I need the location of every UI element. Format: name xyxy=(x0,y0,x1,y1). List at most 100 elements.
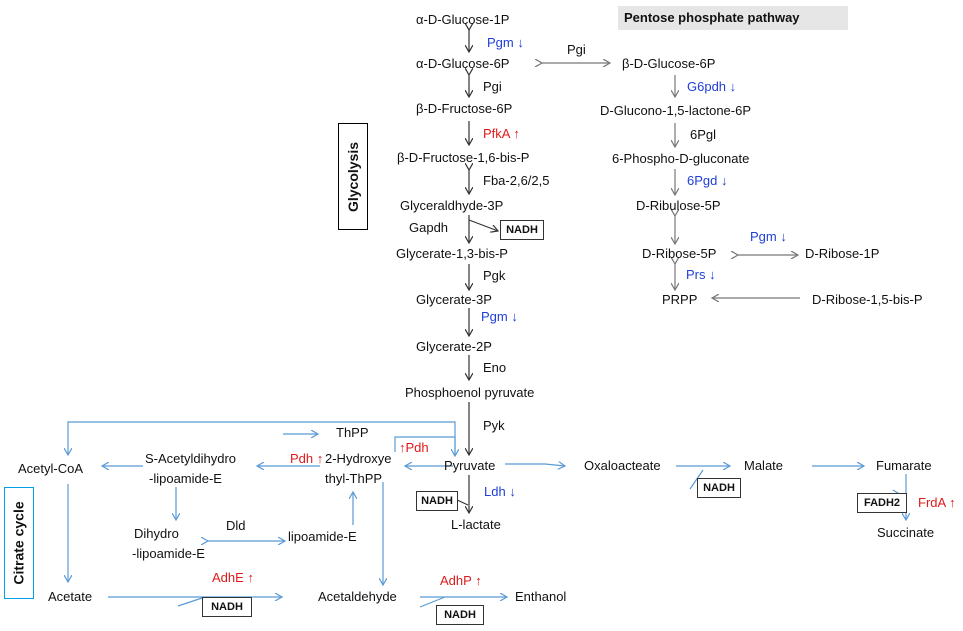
enzyme-g6pdh: G6pdh ↓ xyxy=(687,79,736,95)
enzyme-prs-name: Prs xyxy=(686,267,706,282)
citrate-cycle-title: Citrate cycle xyxy=(4,487,34,599)
enzyme-adhp: AdhP ↑ xyxy=(440,573,482,589)
enzyme-6pgd-name: 6Pgd xyxy=(687,173,718,188)
cofactor-nadh-gapdh: NADH xyxy=(500,220,544,240)
enzyme-pgm-2-name: Pgm xyxy=(481,309,508,324)
metabolite-lactate: L-lactate xyxy=(451,517,501,532)
enzyme-pgi-2: Pgi xyxy=(483,79,502,94)
metabolite-pgluconate: 6-Phospho-D-gluconate xyxy=(612,151,750,166)
enzyme-fba: Fba-2,6/2,5 xyxy=(483,173,550,188)
metabolite-fru6p: β-D-Fructose-6P xyxy=(416,101,513,116)
up-arrow-icon: ↑ xyxy=(949,495,956,510)
metabolite-malate: Malate xyxy=(744,458,784,473)
metabolite-acetylcoa: Acetyl-CoA xyxy=(18,461,84,476)
up-arrow-icon: ↑ xyxy=(247,570,254,585)
enzyme-pdh-2-name: Pdh xyxy=(405,440,429,455)
enzyme-dld: Dld xyxy=(226,518,246,533)
enzyme-pgm-3: Pgm ↓ xyxy=(750,229,787,245)
enzyme-pyk: Pyk xyxy=(483,418,505,433)
down-arrow-icon: ↓ xyxy=(517,35,524,50)
metabolite-gluconolactone: D-Glucono-1,5-lactone-6P xyxy=(600,103,752,118)
enzyme-pgm-2: Pgm ↓ xyxy=(481,309,518,325)
enzyme-pdh-1-name: Pdh xyxy=(290,451,314,466)
enzyme-pgm-1-name: Pgm xyxy=(487,35,514,50)
metabolite-fbp: β-D-Fructose-1,6-bis-P xyxy=(397,150,530,165)
enzyme-g6pdh-name: G6pdh xyxy=(687,79,727,94)
metabolite-fumarate: Fumarate xyxy=(876,458,932,473)
cofactor-nadh-ldh: NADH xyxy=(416,491,458,511)
up-arrow-icon: ↑ xyxy=(475,573,482,588)
enzyme-pdh-1: Pdh ↑ xyxy=(290,451,323,467)
metabolite-3pg: Glycerate-3P xyxy=(416,292,492,307)
down-arrow-icon: ↓ xyxy=(721,173,728,188)
enzyme-eno: Eno xyxy=(483,360,507,375)
arrow-pyruvate-acetylcoa xyxy=(68,421,456,456)
metabolite-glc6p: α-D-Glucose-6P xyxy=(416,56,510,71)
enzyme-pdh-2: ↑Pdh xyxy=(399,440,429,456)
metabolite-ribulose5p: D-Ribulose-5P xyxy=(636,198,721,213)
arrow-malate-nadh xyxy=(689,469,704,490)
enzyme-adhe-name: AdhE xyxy=(212,570,244,585)
enzyme-pfka-name: PfkA xyxy=(483,126,510,141)
arrow-pyruvate-oxaloacetate xyxy=(505,464,565,466)
enzyme-adhe: AdhE ↑ xyxy=(212,570,254,586)
enzyme-prs: Prs ↓ xyxy=(686,267,716,283)
metabolite-lipoamide: lipoamide-E xyxy=(288,529,357,544)
metabolite-hydroxy-line2: thyl-ThPP xyxy=(325,471,383,486)
metabolite-pyruvate: Pyruvate xyxy=(444,458,496,473)
citrate-cycle-title-text: Citrate cycle xyxy=(11,501,27,585)
metabolite-sacetyl-line1: S-Acetyldihydro xyxy=(145,451,237,466)
metabolite-ribose15bp: D-Ribose-1,5-bis-P xyxy=(812,292,923,307)
metabolite-dihydro-line2: -lipoamide-E xyxy=(132,546,205,561)
up-arrow-icon: ↑ xyxy=(399,440,406,455)
metabolite-acetaldehyde: Acetaldehyde xyxy=(318,589,397,604)
enzyme-pgm-3-name: Pgm xyxy=(750,229,777,244)
down-arrow-icon: ↓ xyxy=(509,484,516,499)
enzyme-pgi-1: Pgi xyxy=(567,42,586,57)
metabolite-ribose5p: D-Ribose-5P xyxy=(642,246,717,261)
metabolite-oxaloacetate: Oxaloacteate xyxy=(584,458,661,473)
enzyme-pgk: Pgk xyxy=(483,268,506,283)
metabolite-g3p: Glyceraldhyde-3P xyxy=(400,198,504,213)
glycolysis-title: Glycolysis xyxy=(338,123,368,230)
enzyme-ldh: Ldh ↓ xyxy=(484,484,516,500)
cofactor-nadh-malate: NADH xyxy=(697,478,741,498)
metabolite-prpp: PRPP xyxy=(662,292,698,307)
down-arrow-icon: ↓ xyxy=(729,79,737,94)
metabolite-acetate: Acetate xyxy=(48,589,93,604)
metabolite-thpp: ThPP xyxy=(336,425,369,440)
glycolysis-title-text: Glycolysis xyxy=(345,141,362,212)
arrow-gapdh-nadh xyxy=(468,219,498,231)
metabolite-2pg: Glycerate-2P xyxy=(416,339,492,354)
metabolite-pep: Phosphoenol pyruvate xyxy=(405,385,535,400)
enzyme-gapdh: Gapdh xyxy=(409,220,449,235)
citrate-arrows xyxy=(68,421,906,608)
enzyme-6pgl: 6Pgl xyxy=(690,127,717,142)
metabolite-dihydro-line1: Dihydro xyxy=(134,526,179,541)
ppp-arrows xyxy=(542,63,800,298)
pentose-phosphate-title: Pentose phosphate pathway xyxy=(618,6,848,30)
cofactor-nadh-adhe: NADH xyxy=(202,597,252,617)
metabolite-ribose1p: D-Ribose-1P xyxy=(805,246,880,261)
up-arrow-icon: ↑ xyxy=(316,451,324,466)
metabolite-glc1p: α-D-Glucose-1P xyxy=(416,12,510,27)
enzyme-pgm-1: Pgm ↓ xyxy=(487,35,524,51)
enzyme-6pgd: 6Pgd ↓ xyxy=(687,173,728,189)
cofactor-fadh2: FADH2 xyxy=(857,493,907,513)
enzyme-frda-name: FrdA xyxy=(918,495,946,510)
enzyme-pfka: PfkA ↑ xyxy=(483,126,520,142)
cofactor-nadh-adhp: NADH xyxy=(436,605,484,625)
metabolite-bglc6p: β-D-Glucose-6P xyxy=(622,56,716,71)
enzyme-adhp-name: AdhP xyxy=(440,573,472,588)
arrow-adhe-nadh xyxy=(177,596,206,607)
metabolite-ethanol: Enthanol xyxy=(515,589,567,604)
up-arrow-icon: ↑ xyxy=(513,126,520,141)
metabolite-succinate: Succinate xyxy=(877,525,935,540)
metabolite-bpg: Glycerate-1,3-bis-P xyxy=(396,246,508,261)
enzyme-frda: FrdA ↑ xyxy=(918,495,956,511)
down-arrow-icon: ↓ xyxy=(780,229,787,244)
enzyme-ldh-name: Ldh xyxy=(484,484,506,499)
down-arrow-icon: ↓ xyxy=(709,267,716,282)
metabolite-sacetyl-line2: -lipoamide-E xyxy=(149,471,222,486)
arrow-adhp-nadh xyxy=(419,596,446,608)
